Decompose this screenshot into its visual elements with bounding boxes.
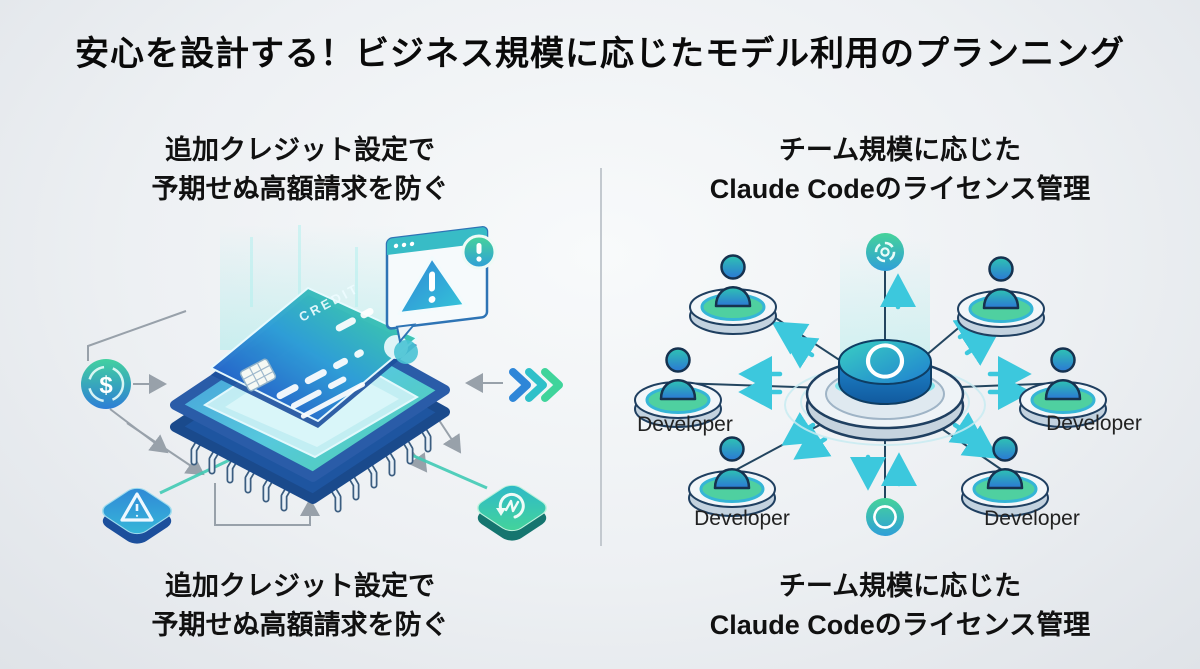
- credit-chip-illustration: CREDIT $: [81, 225, 563, 544]
- emv-chip: [239, 358, 277, 392]
- left-heading: 追加クレジット設定で 予期せぬ高額請求を防ぐ: [40, 131, 560, 209]
- right-caption-line1: チーム規模に応じた: [778, 571, 1022, 601]
- card-number-dashes: [276, 307, 374, 419]
- left-caption: 追加クレジット設定で 予期せぬ高額請求を防ぐ: [40, 567, 560, 645]
- developer-node-top-right: [956, 256, 1046, 338]
- sync-diamond-icon: [477, 484, 547, 541]
- right-heading-line1: チーム規模に応じた: [778, 135, 1022, 165]
- left-caption-line2: 予期せぬ高額請求を防ぐ: [151, 610, 449, 641]
- right-caption: チーム規模に応じた Claude Codeのライセンス管理: [640, 567, 1160, 645]
- right-heading-line2: Claude Codeのライセンス管理: [709, 174, 1091, 205]
- left-caption-line1: 追加クレジット設定で: [165, 571, 435, 601]
- page-title: 安心を設計する！ビジネス規模に応じたモデル利用のプランニング: [75, 35, 1125, 73]
- orbit-badge-icon: [866, 233, 904, 271]
- hub-platform: [805, 339, 965, 442]
- left-heading-line2: 予期せぬ高額請求を防ぐ: [151, 174, 449, 205]
- developer-label-bottom-left: Developer: [694, 507, 790, 530]
- developer-label-mid-right: Developer: [1046, 412, 1142, 435]
- warning-diamond-icon: [102, 487, 172, 544]
- developer-node-bottom-left: [687, 436, 777, 518]
- license-network-illustration: Developer Developer Developer Developer: [633, 233, 1142, 536]
- chevron-arrows-icon: [509, 368, 563, 402]
- right-caption-line2: Claude Codeのライセンス管理: [709, 610, 1091, 641]
- developer-node-top-left: [688, 254, 778, 336]
- ai-badge-icon: [866, 498, 904, 536]
- dollar-symbol: $: [99, 372, 113, 399]
- developer-label-bottom-right: Developer: [984, 507, 1080, 530]
- dollar-coin-icon: $: [81, 359, 131, 409]
- card-logo: [384, 335, 418, 364]
- flow-arrows: [738, 273, 1032, 491]
- alert-badge-icon: [461, 234, 497, 270]
- left-heading-line1: 追加クレジット設定で: [165, 135, 435, 165]
- developer-node-bottom-right: [960, 436, 1050, 518]
- right-heading: チーム規模に応じた Claude Codeのライセンス管理: [640, 131, 1160, 209]
- alert-window-icon: [385, 226, 497, 344]
- center-divider: [600, 168, 602, 546]
- developer-label-mid-left: Developer: [637, 413, 733, 436]
